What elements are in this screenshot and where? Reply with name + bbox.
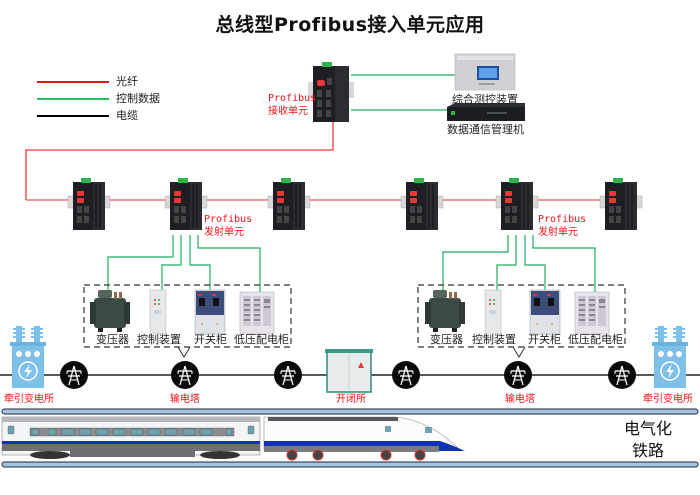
receiver-label-line1: Profibus	[268, 93, 317, 104]
tower-icon	[391, 360, 421, 390]
data-communication-manager-label: 数据通信管理机	[447, 123, 524, 136]
profibus-receiver	[308, 62, 354, 122]
equipment-label: 变压器	[96, 333, 129, 346]
rail-top	[1, 408, 699, 415]
equipment-label: 控制装置	[137, 333, 181, 346]
tower-label-right: 输电塔	[505, 394, 535, 405]
transmitter-left-label: Profibus 发射单元	[204, 213, 252, 239]
transmitter-right-label: Profibus 发射单元	[538, 213, 586, 239]
fiber-node-6	[599, 177, 643, 231]
fiber-link-to-receiver	[25, 118, 334, 200]
callout-right	[512, 346, 526, 358]
control-lines-right	[442, 235, 596, 300]
switching-station-icon	[325, 349, 373, 393]
railway-label: 电气化 铁路	[618, 418, 678, 462]
integrated-monitoring-device	[454, 53, 516, 91]
equipment-label: 控制装置	[472, 333, 516, 346]
legend-fiber-line	[37, 81, 109, 83]
tower-icon	[170, 360, 200, 390]
equipment-label: 低压配电柜	[234, 333, 289, 346]
integrated-monitoring-label: 综合测控装置	[452, 93, 518, 106]
equipment-label: 开关柜	[528, 333, 561, 346]
fiber-node-3	[267, 177, 311, 231]
lv-panel-right	[574, 291, 610, 335]
railway-label-line1: 电气化	[623, 419, 672, 438]
equipment-box-right	[417, 284, 626, 348]
transmitter-left-label-line2: 发射单元	[204, 227, 244, 238]
tower-label-left: 输电塔	[170, 394, 200, 405]
tower-icon	[273, 360, 303, 390]
high-speed-train	[1, 416, 465, 461]
control-cabinet-left	[149, 289, 167, 335]
railway-label-line2: 铁路	[631, 441, 664, 460]
legend-cable-line	[37, 115, 109, 117]
rail-bottom	[1, 461, 699, 468]
equipment-label: 低压配电柜	[568, 333, 623, 346]
tower-icon	[503, 360, 533, 390]
control-lines-left	[107, 235, 261, 300]
receiver-label-line2: 接收单元	[268, 106, 308, 117]
switchgear-left	[194, 289, 226, 335]
fiber-node-4	[400, 177, 444, 231]
profibus-transmitter-left	[164, 177, 208, 231]
receiver-label: Profibus 接收单元	[268, 92, 316, 118]
data-communication-manager	[447, 103, 525, 121]
legend-fiber-label: 光纤	[116, 75, 138, 88]
lv-panel-left	[239, 291, 275, 335]
legend-control-line	[37, 98, 109, 100]
control-cabinet-right	[484, 289, 502, 335]
equipment-box-left	[83, 284, 292, 348]
legend-cable-label: 电缆	[116, 109, 138, 122]
legend-control-label: 控制数据	[116, 92, 160, 105]
tower-icon	[607, 360, 637, 390]
transmitter-right-label-line1: Profibus	[538, 214, 587, 225]
equipment-label: 变压器	[430, 333, 463, 346]
diagram-title: 总线型Profibus接入单元应用	[215, 14, 485, 36]
equipment-label: 开关柜	[194, 333, 227, 346]
tower-icon	[59, 360, 89, 390]
traction-substation-right-icon	[651, 325, 689, 389]
traction-substation-right-label: 牵引变电所	[643, 394, 693, 405]
transmitter-right-label-line2: 发射单元	[538, 227, 578, 238]
transformer-right	[425, 290, 465, 332]
traction-substation-left-icon	[9, 325, 47, 389]
switchgear-right	[529, 289, 561, 335]
traction-substation-left-label: 牵引变电所	[4, 394, 54, 405]
transmitter-left-label-line1: Profibus	[204, 214, 253, 225]
fiber-node-1	[67, 177, 111, 231]
transformer-left	[90, 290, 130, 332]
switching-station-label: 开闭所	[336, 394, 366, 405]
callout-left	[177, 346, 191, 358]
profibus-transmitter-right	[495, 177, 539, 231]
